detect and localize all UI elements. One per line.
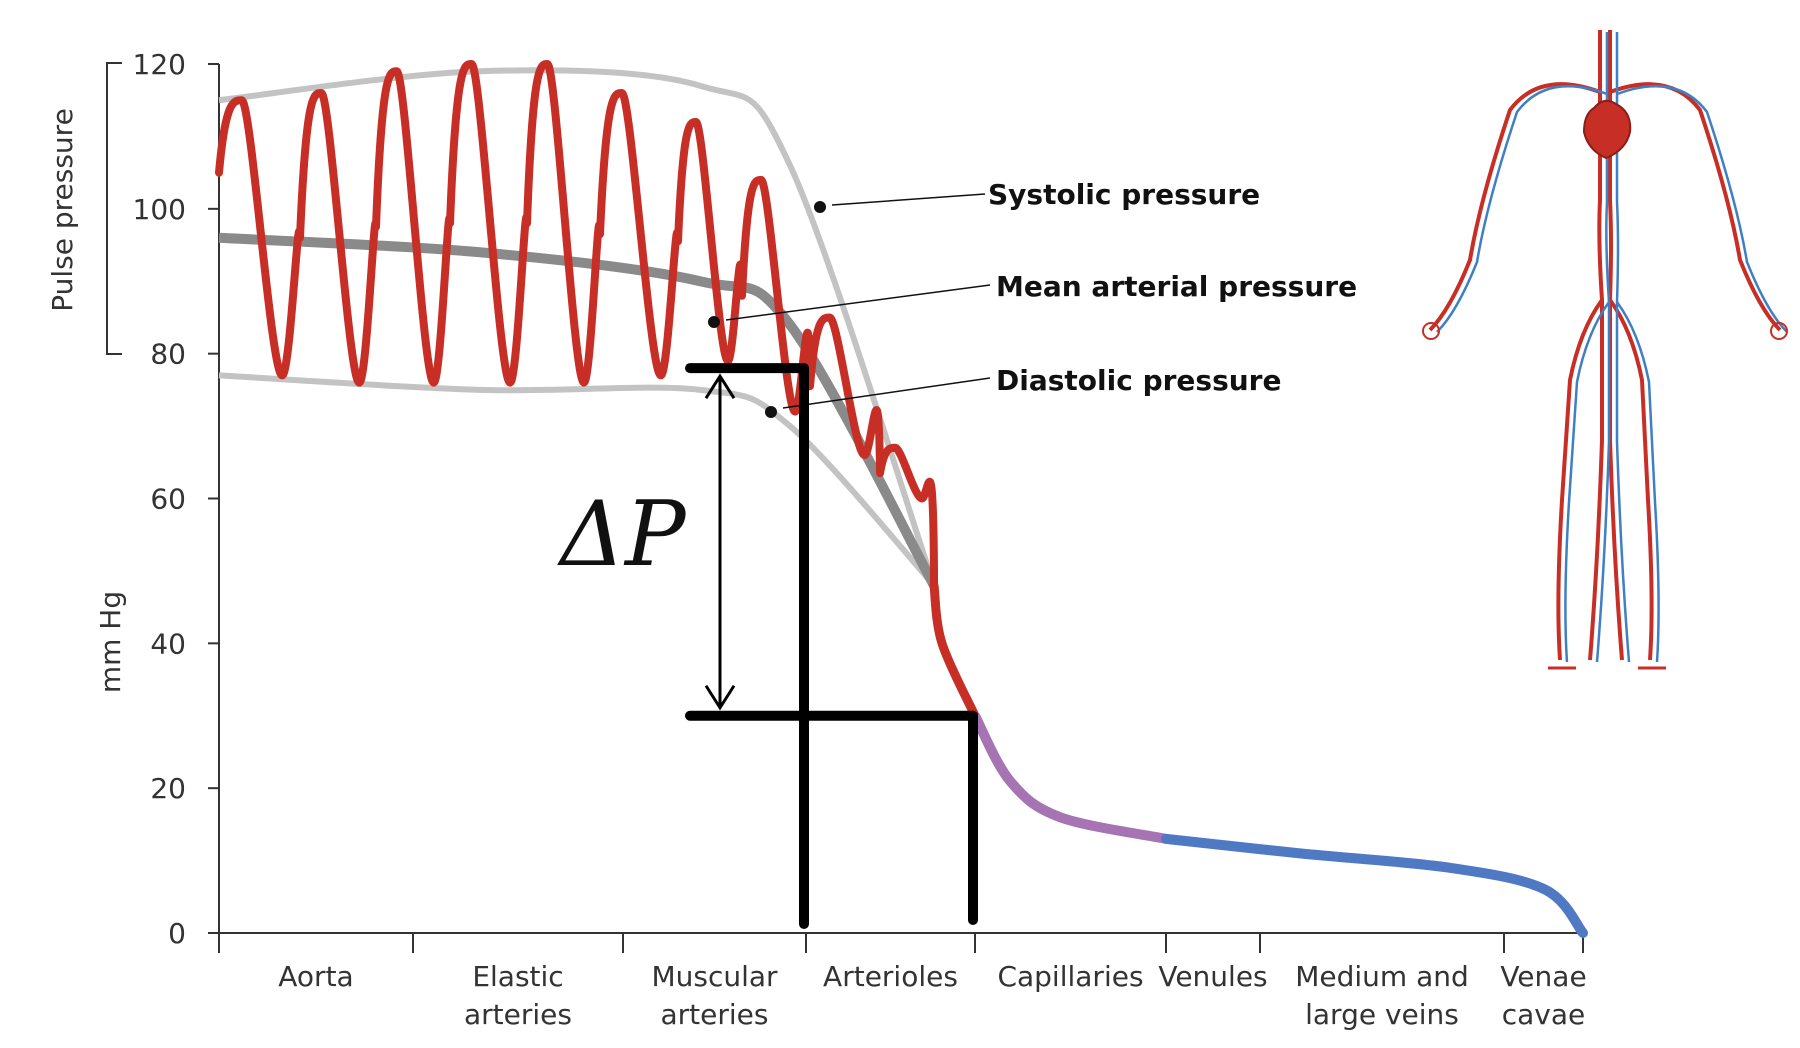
left-hand-shape <box>1422 322 1440 340</box>
annotation-mean: Mean arterial pressure <box>708 270 1357 328</box>
annotation-leader <box>725 284 991 321</box>
y-axis-title: mm Hg <box>94 591 127 693</box>
category-label: Capillaries <box>997 960 1143 993</box>
vein-line <box>1616 84 1788 333</box>
y-tick-label: 20 <box>150 772 186 805</box>
right-hand-shape <box>1770 322 1788 340</box>
delta-arrow-head-down <box>704 684 736 711</box>
annotation-dot <box>708 316 720 328</box>
delta-arrow-head-up <box>704 373 736 399</box>
annotation-diastolic: Diastolic pressure <box>765 364 1281 418</box>
artery-line <box>1609 82 1782 332</box>
pulse-pressure-bracket: Pulse pressure <box>46 62 122 355</box>
y-ticks: 0 20 40 60 80 100 120 <box>133 48 219 950</box>
y-tick-label: 60 <box>150 483 186 516</box>
arterial-pressure-wave <box>215 60 938 590</box>
artery-line <box>1588 30 1604 661</box>
x-ticks <box>218 933 1584 953</box>
pulse-pressure-label: Pulse pressure <box>46 108 79 312</box>
vein-line <box>1436 84 1608 333</box>
y-tick-label: 0 <box>168 917 186 950</box>
delta-p-overlay: ΔP <box>557 363 978 929</box>
category-label: Venules <box>1158 960 1267 993</box>
y-tick-label: 120 <box>133 48 186 81</box>
pressure-wave <box>215 60 938 590</box>
annotation-leader <box>782 377 991 409</box>
annotation-label: Diastolic pressure <box>996 364 1281 397</box>
artery-line <box>1428 82 1601 332</box>
artery-line <box>1556 298 1604 661</box>
category-label: Aorta <box>278 960 353 993</box>
delta-p-label: ΔP <box>557 482 687 587</box>
heart-shape <box>1582 99 1632 160</box>
annotation-label: Systolic pressure <box>988 178 1260 211</box>
vein-line <box>1615 301 1660 663</box>
annotation-systolic: Systolic pressure <box>814 178 1260 213</box>
venous-segment <box>1161 833 1588 938</box>
capillary-segment <box>970 713 1168 844</box>
vein-line <box>1564 301 1611 663</box>
annotation-dot <box>814 201 826 213</box>
arteriole-segment <box>929 580 980 721</box>
circulatory-system-icon <box>1422 30 1788 670</box>
y-tick-label: 80 <box>150 338 186 371</box>
category-label: Arterioles <box>823 960 958 993</box>
annotation-label: Mean arterial pressure <box>996 270 1357 303</box>
annotation-leader <box>831 193 986 206</box>
artery-line <box>1608 298 1654 661</box>
annotation-dot <box>765 406 777 418</box>
vein-line <box>1595 32 1611 663</box>
y-tick-label: 100 <box>133 193 186 226</box>
y-tick-label: 40 <box>150 627 186 660</box>
vein-line <box>1615 32 1631 663</box>
